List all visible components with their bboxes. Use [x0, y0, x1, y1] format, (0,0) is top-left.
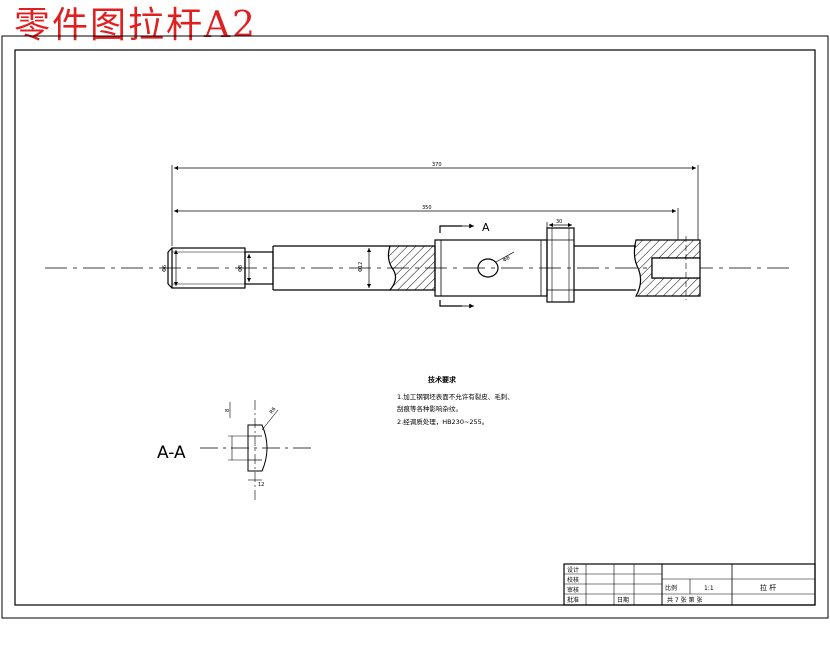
dim-section-radius: R6	[269, 406, 278, 415]
collar	[546, 227, 575, 303]
dim-dia-mid: Φ8	[238, 265, 244, 272]
dim-dia-main: Φ12	[358, 262, 364, 272]
tech-notes-title: 技术要求	[428, 375, 457, 384]
inner-frame	[14, 49, 816, 606]
drawing-banner-title: 零件图拉杆A2	[14, 5, 257, 46]
title-block	[563, 563, 816, 606]
dim-section-width: 12	[258, 482, 264, 488]
tech-notes-line2: 刮痕等各种影响杂纹。	[397, 404, 462, 413]
part-main-view	[45, 223, 795, 309]
tb-date-label: 日期	[617, 596, 629, 604]
section-cut-line	[439, 225, 462, 307]
dim-collar-width: 30	[556, 219, 562, 225]
section-view-title: A-A	[157, 443, 186, 463]
dim-dia-left: Φ6	[162, 265, 168, 272]
dim-length-to-slot: 350	[422, 205, 432, 211]
outer-frame	[1, 35, 829, 619]
clevis-slot	[651, 257, 701, 279]
tb-row-draw: 校核	[567, 576, 579, 584]
tb-sheet-info: 共 7 张 第 张	[667, 596, 702, 604]
main-shaft	[272, 245, 390, 291]
dimension-lines	[171, 165, 699, 288]
tech-notes-line3: 2.经调质处理，HB230~255。	[397, 417, 488, 426]
section-view-aa	[200, 400, 315, 500]
section-marker-a: A	[482, 221, 490, 234]
tb-row-design: 设计	[567, 566, 579, 574]
break-section-hatched	[387, 245, 436, 291]
tb-row-approve: 批准	[567, 596, 579, 604]
dim-section-depth: 8	[225, 409, 231, 412]
tb-scale-value: 1:1	[704, 585, 714, 592]
tb-scale-label: 比例	[665, 584, 677, 592]
cross-hole	[477, 258, 499, 278]
dim-cross-hole: Φ8	[502, 255, 511, 264]
dim-overall-length: 370	[432, 162, 442, 168]
tb-row-check: 审核	[567, 586, 579, 594]
tech-notes-line1: 1.加工钢钢坯表面不允许有裂皮、毛刺、	[397, 392, 514, 401]
section-profile	[247, 424, 268, 472]
tb-part-name: 拉 杆	[760, 583, 776, 592]
